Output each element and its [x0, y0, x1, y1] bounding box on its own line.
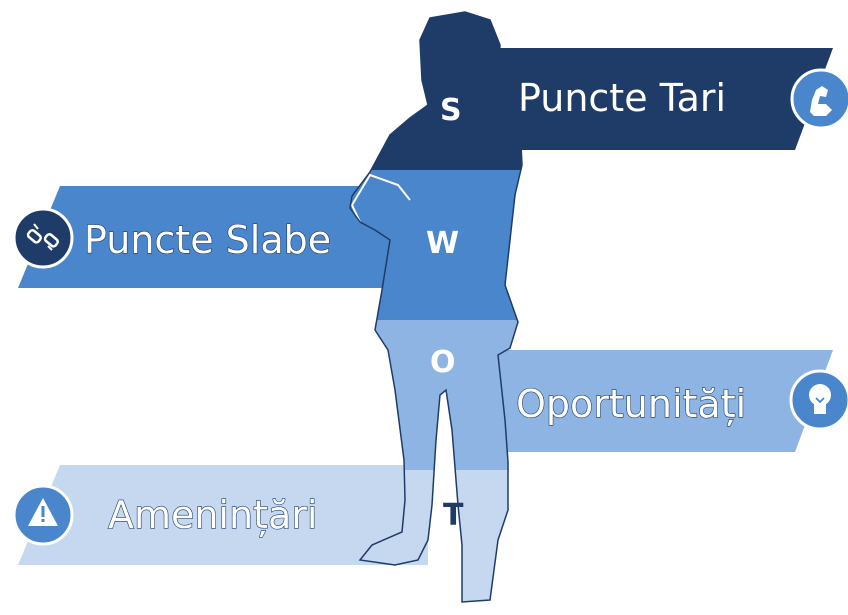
- opportunities-band: [470, 350, 833, 452]
- letter-o: O: [430, 345, 456, 380]
- weaknesses-label: Puncte Slabe: [84, 218, 331, 262]
- broken-link-icon: [12, 207, 74, 269]
- strengths-label: Puncte Tari: [518, 76, 726, 120]
- silhouette-outline: [349, 11, 523, 603]
- strengths-band: [455, 48, 833, 150]
- threats-label: Amenințări: [108, 493, 317, 537]
- opportunities-label: Oportunități: [516, 382, 746, 426]
- arm-outline: [350, 173, 411, 223]
- weaknesses-band: [18, 186, 392, 288]
- threats-band: [18, 465, 428, 565]
- letter-w: W: [426, 226, 459, 261]
- warning-icon: [12, 484, 74, 546]
- flexed-arm-icon: [790, 68, 848, 130]
- letter-s: S: [440, 93, 462, 128]
- letter-t: T: [443, 498, 464, 533]
- lightbulb-icon: [789, 369, 848, 431]
